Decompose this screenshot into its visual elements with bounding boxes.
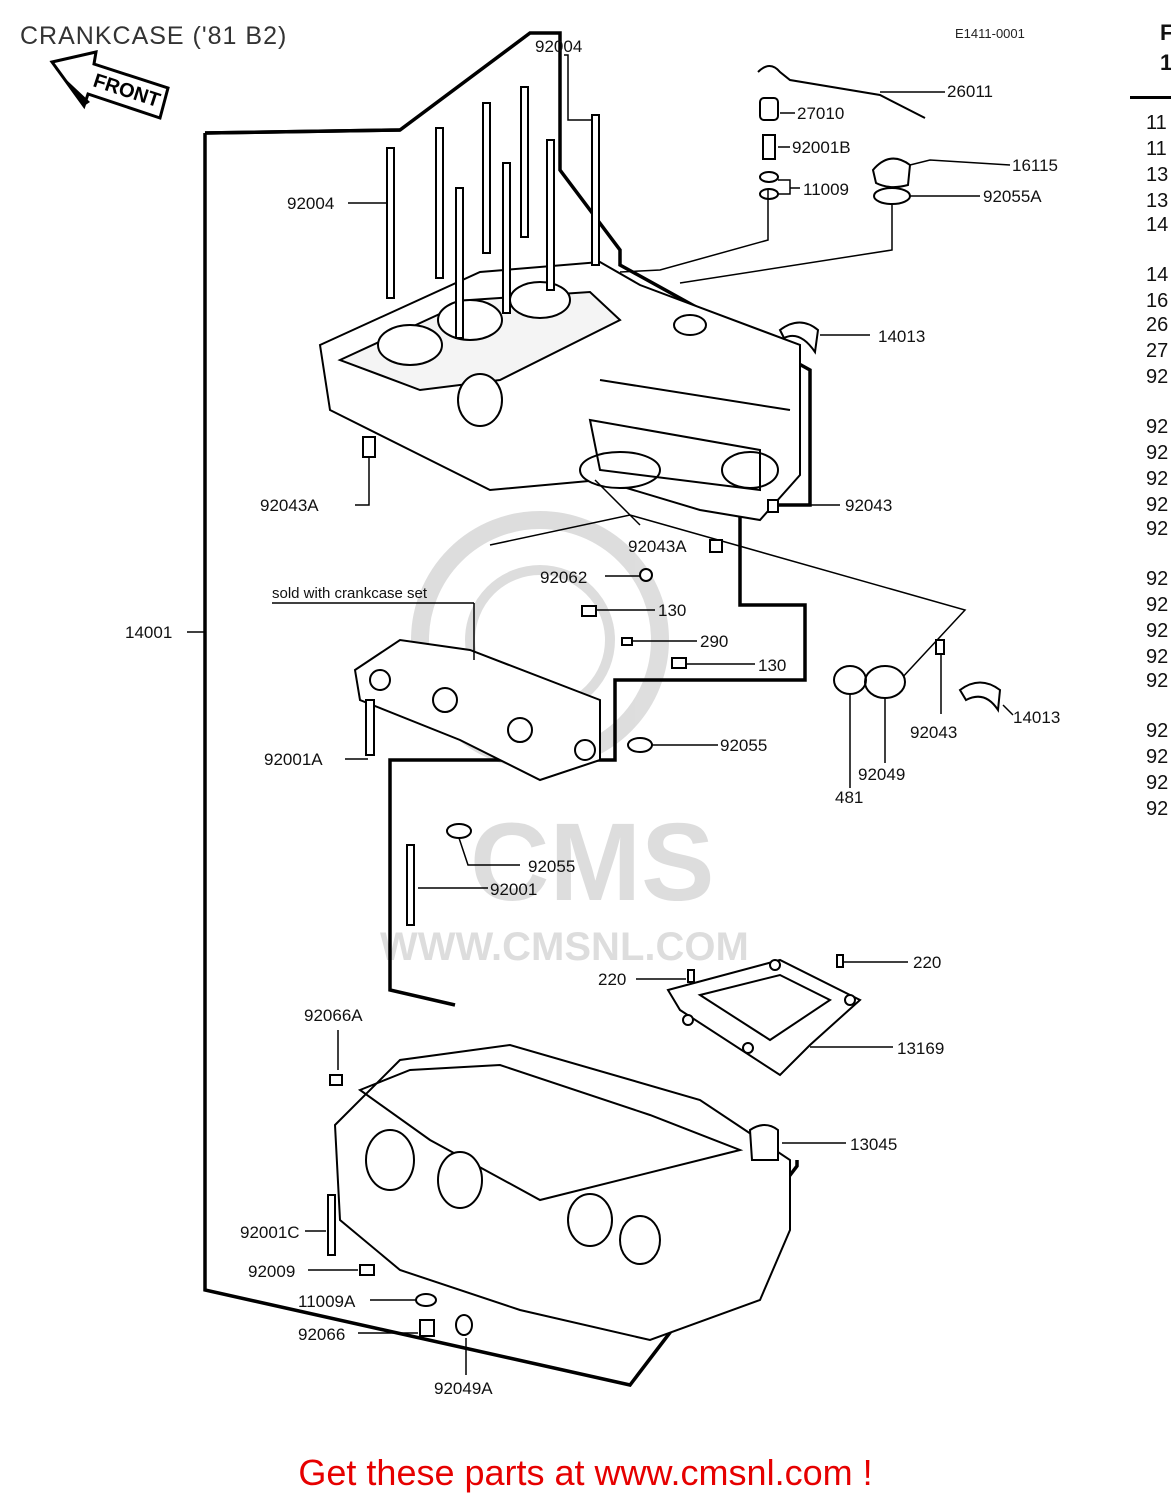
callout-220-a[interactable]: 220 xyxy=(913,953,941,972)
callout-92055-b[interactable]: 92055 xyxy=(528,857,575,876)
bearing-inserts xyxy=(353,638,601,782)
callout-14001[interactable]: 14001 xyxy=(125,623,172,642)
lower-crankcase xyxy=(327,1043,791,1342)
watermark: CMS WWW.CMSNL.COM xyxy=(380,511,749,969)
parts-list-item[interactable]: 16 xyxy=(1146,290,1169,312)
callout-92004-top[interactable]: 92004 xyxy=(535,37,582,56)
diagram-code: E1411-0001 xyxy=(955,26,1025,41)
parts-list-item[interactable]: 92 xyxy=(1146,620,1169,642)
callout-92055-a[interactable]: 92055 xyxy=(720,736,767,755)
callout-92049a[interactable]: 92049A xyxy=(434,1379,493,1398)
callout-92001[interactable]: 92001 xyxy=(490,880,537,899)
parts-list-item[interactable]: 92 xyxy=(1146,646,1169,668)
crankcase-set-note: sold with crankcase set xyxy=(272,585,475,660)
callout-labels: 92004 92004 26011 27010 92001B 16115 110… xyxy=(125,37,1060,1398)
callout-11009[interactable]: 11009 xyxy=(803,180,849,199)
page-title: CRANKCASE ('81 B2) xyxy=(20,22,288,50)
callout-13045[interactable]: 13045 xyxy=(850,1135,897,1154)
callout-92049[interactable]: 92049 xyxy=(858,765,905,784)
callout-92001a[interactable]: 92001A xyxy=(264,750,323,769)
parts-list-item[interactable]: 92 xyxy=(1146,772,1169,794)
callout-16115[interactable]: 16115 xyxy=(1012,156,1058,175)
parts-list-item[interactable]: 27 xyxy=(1146,340,1169,362)
parts-list-item[interactable]: 92 xyxy=(1146,416,1169,438)
parts-list-item[interactable]: 92 xyxy=(1146,442,1169,464)
parts-list-item[interactable]: 92 xyxy=(1146,670,1169,692)
get-parts-link[interactable]: Get these parts at www.cmsnl.com ! xyxy=(298,1452,873,1493)
callout-92004-left[interactable]: 92004 xyxy=(287,194,334,213)
callout-92066[interactable]: 92066 xyxy=(298,1325,345,1344)
callout-92066a[interactable]: 92066A xyxy=(304,1006,363,1025)
upper-crankcase xyxy=(318,260,801,522)
small-hardware xyxy=(362,436,1002,983)
callout-92062[interactable]: 92062 xyxy=(540,568,587,587)
callout-130-b[interactable]: 130 xyxy=(758,656,786,675)
watermark-url: WWW.CMSNL.COM xyxy=(380,925,749,969)
callout-92055a[interactable]: 92055A xyxy=(983,187,1042,206)
parts-list-item[interactable]: 92 xyxy=(1146,366,1169,388)
front-arrow-icon: FRONT xyxy=(49,50,170,120)
stud-bolts xyxy=(386,86,600,339)
crankcase-thin-outline xyxy=(489,514,967,681)
callout-130-a[interactable]: 130 xyxy=(658,601,686,620)
callout-92043-right[interactable]: 92043 xyxy=(845,496,892,515)
callout-11009a[interactable]: 11009A xyxy=(298,1292,356,1311)
note-text: sold with crankcase set xyxy=(272,585,428,602)
parts-list-item[interactable]: 92 xyxy=(1146,746,1169,768)
parts-list-item[interactable]: 11 xyxy=(1146,112,1167,134)
parts-list-item[interactable]: 13 xyxy=(1146,190,1169,212)
callout-14013-top[interactable]: 14013 xyxy=(878,327,925,346)
callout-220-b[interactable]: 220 xyxy=(598,970,626,989)
parts-list-item[interactable]: 92 xyxy=(1146,594,1169,616)
leader-lines xyxy=(187,54,1014,1375)
parts-list-item[interactable]: 92 xyxy=(1146,720,1169,742)
parts-list-item[interactable]: 92 xyxy=(1146,468,1169,490)
watermark-logo: CMS xyxy=(470,801,714,924)
callout-13169[interactable]: 13169 xyxy=(897,1039,944,1058)
callout-27010[interactable]: 27010 xyxy=(797,104,844,123)
oil-pan-cover xyxy=(666,958,862,1077)
callout-92001c[interactable]: 92001C xyxy=(240,1223,300,1242)
oil-parts xyxy=(757,65,926,355)
parts-list-item[interactable]: 26 xyxy=(1146,314,1169,336)
callout-92043a-left[interactable]: 92043A xyxy=(260,496,319,515)
parts-list-rule xyxy=(1130,96,1171,99)
callout-481[interactable]: 481 xyxy=(835,788,863,807)
parts-list-item[interactable]: 13 xyxy=(1146,164,1169,186)
parts-list-header-top: F xyxy=(1160,20,1171,45)
callout-26011[interactable]: 26011 xyxy=(947,82,993,101)
parts-list-item[interactable]: 92 xyxy=(1146,494,1169,516)
callout-14013-b[interactable]: 14013 xyxy=(1013,708,1060,727)
parts-list-item[interactable]: 14 xyxy=(1146,214,1169,236)
parts-list-item[interactable]: 92 xyxy=(1146,518,1169,540)
callout-290[interactable]: 290 xyxy=(700,632,728,651)
callout-92001b[interactable]: 92001B xyxy=(792,138,851,157)
parts-list-item[interactable]: 14 xyxy=(1146,264,1169,286)
callout-92043a-mid[interactable]: 92043A xyxy=(628,537,687,556)
callout-92009[interactable]: 92009 xyxy=(248,1262,295,1281)
parts-list-item[interactable]: 92 xyxy=(1146,798,1169,820)
parts-list-item[interactable]: 92 xyxy=(1146,568,1169,590)
parts-list-header-bottom: 1 xyxy=(1160,50,1171,75)
callout-92043-b[interactable]: 92043 xyxy=(910,723,957,742)
parts-list-item[interactable]: 11 xyxy=(1146,138,1167,160)
